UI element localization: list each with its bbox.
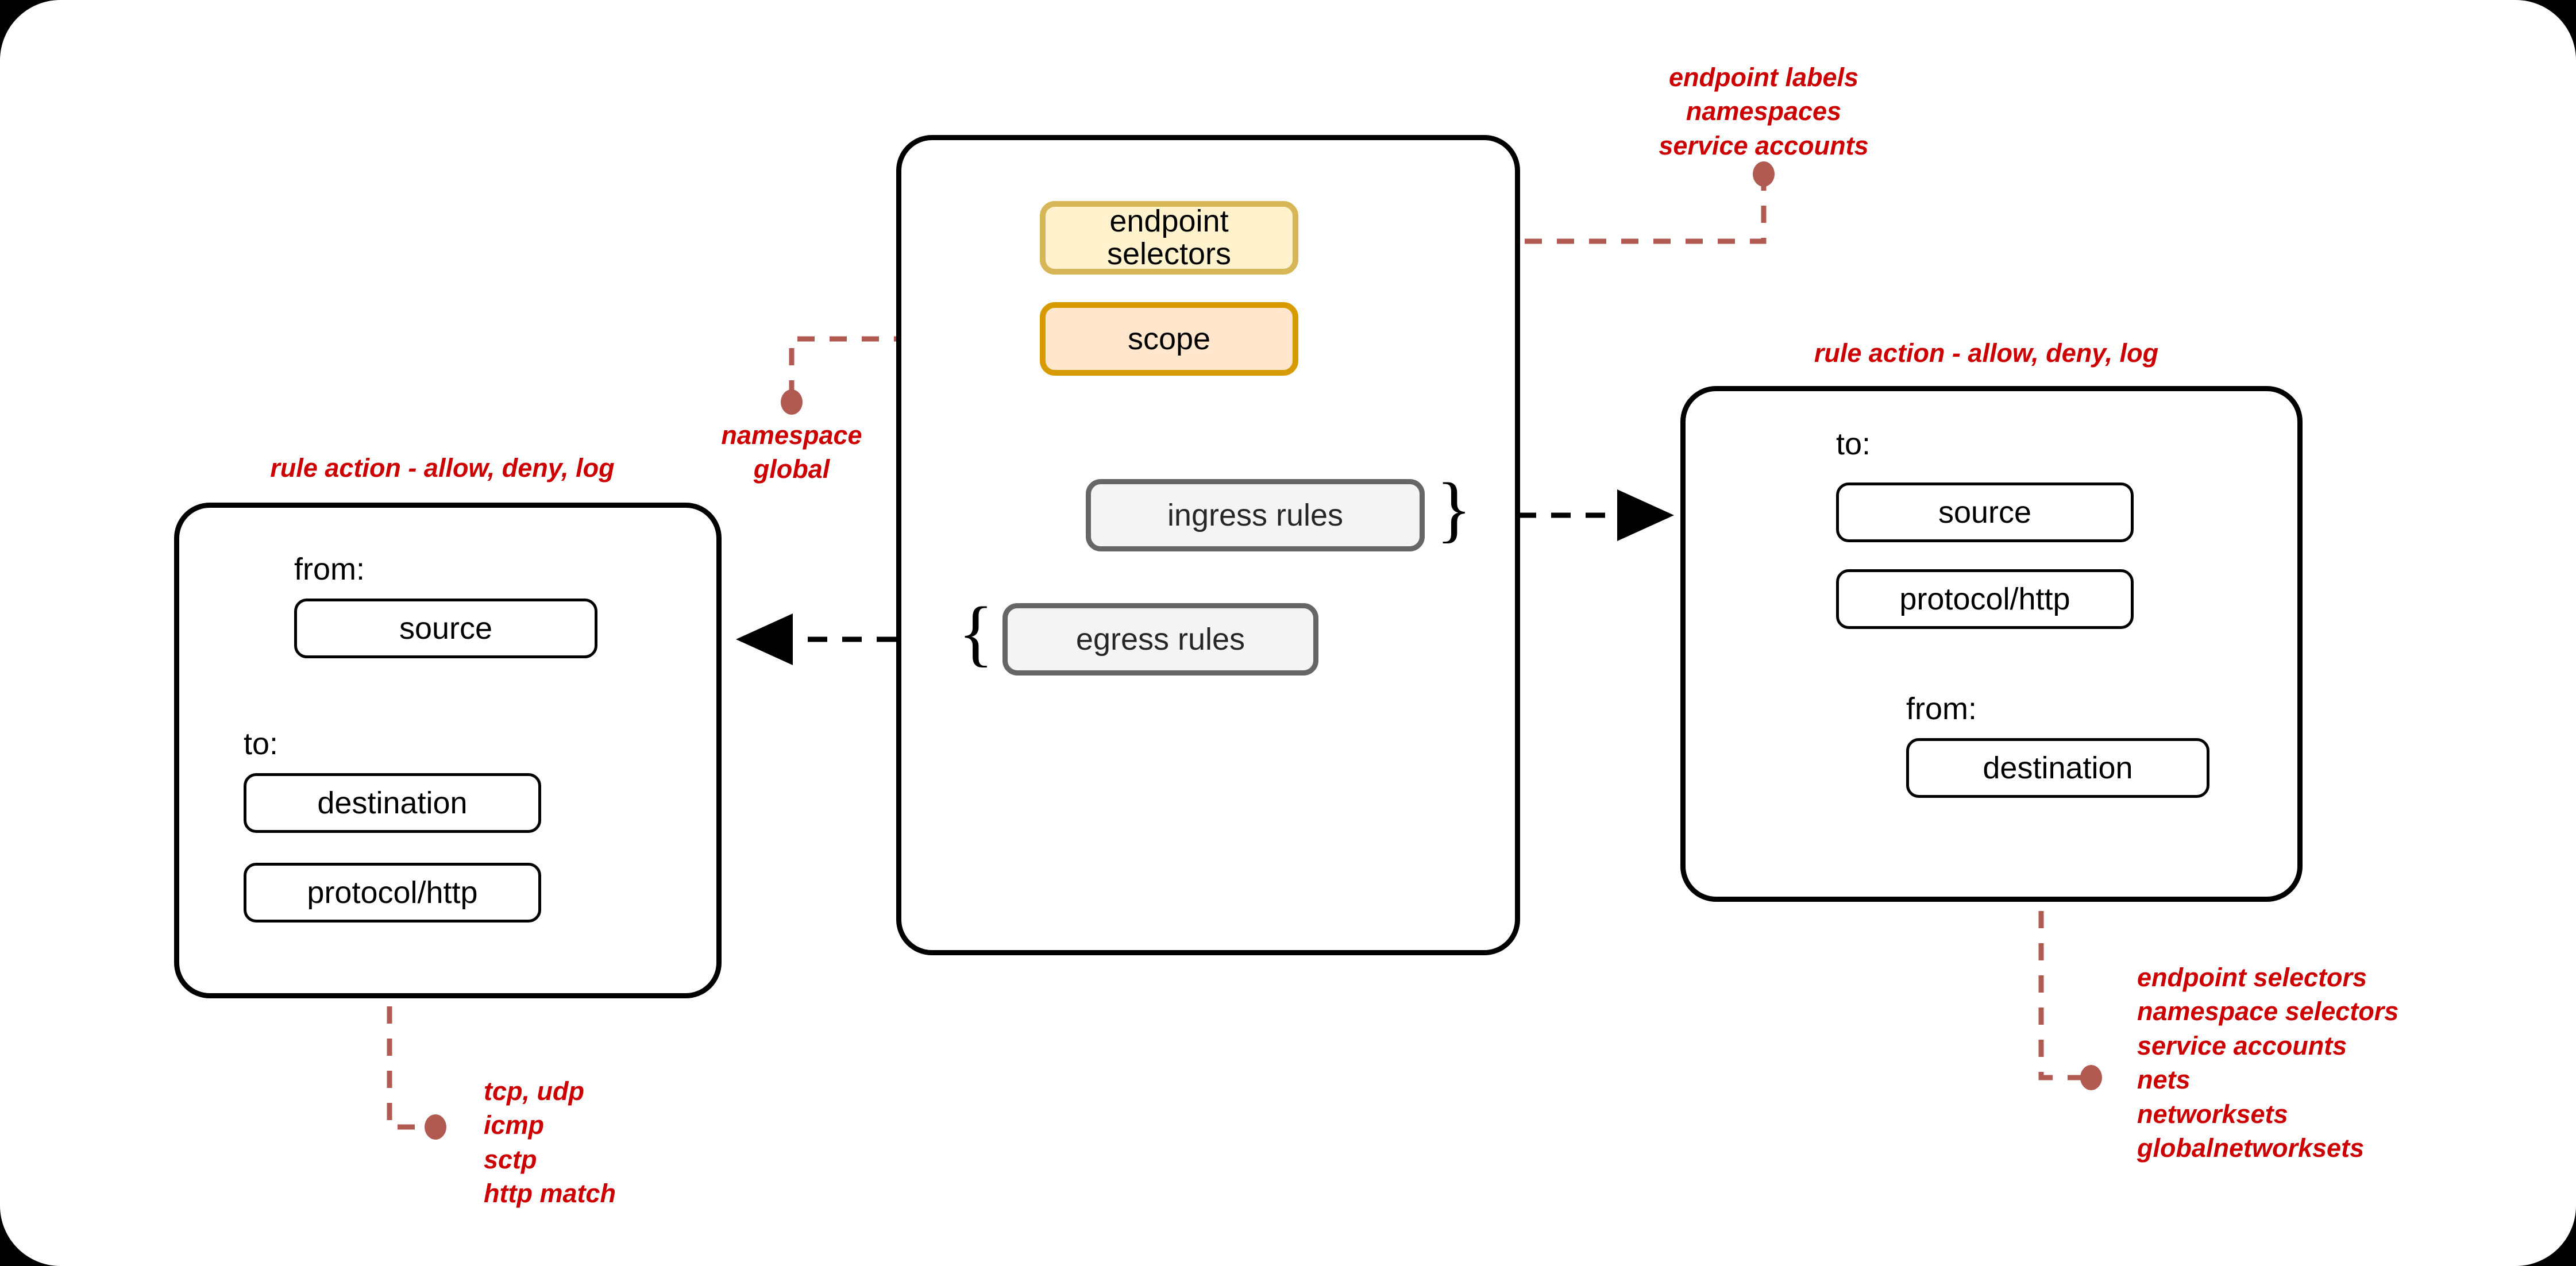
egress-from-source-label: source [399,611,493,646]
endpoint-selectors-box[interactable]: endpoint selectors [1040,201,1298,275]
egress-rules-box[interactable]: egress rules [1002,603,1318,676]
egress-rule-action-note: rule action - allow, deny, log [270,453,615,483]
endpoint-selectors-annotation: endpoint labels namespaces service accou… [1659,63,1869,160]
egress-to-destination-box[interactable]: destination [244,773,541,833]
ingress-to-protocol-label: protocol/http [1899,581,2070,616]
ingress-from-destination-box[interactable]: destination [1906,738,2209,798]
protocol-leader-dot [425,1114,446,1140]
ingress-from-label: from: [1906,692,1977,726]
egress-to-destination-label: destination [317,785,468,820]
ingress-rules-box[interactable]: ingress rules [1086,479,1425,551]
ingress-to-label: to: [1836,427,1871,461]
ingress-to-source-label: source [1938,495,2032,530]
ingress-rules-label: ingress rules [1167,497,1344,532]
endpoint-selectors-leader-dot [1753,161,1775,187]
endpoint-selectors-label: endpoint selectors [1106,204,1232,271]
scope-label: scope [1127,321,1211,356]
egress-to-protocol-label: protocol/http [307,875,478,910]
egress-from-label: from: [294,552,365,586]
ingress-from-destination-label: destination [1983,750,2133,785]
ingress-to-protocol-box[interactable]: protocol/http [1836,569,2134,629]
egress-rules-label: egress rules [1075,622,1245,657]
scope-annotation: namespace global [721,420,862,484]
destination-annotation: endpoint selectors namespace selectors s… [2137,963,2399,1163]
egress-rules-brace: { [958,592,994,674]
scope-leader-dot [781,389,803,415]
ingress-to-source-box[interactable]: source [1836,483,2134,542]
ingress-rules-brace: } [1436,468,1472,550]
ingress-target-container [1680,386,2303,902]
egress-to-label: to: [244,727,279,761]
egress-from-source-box[interactable]: source [294,599,597,658]
scope-box[interactable]: scope [1040,302,1298,376]
protocol-annotation: tcp, udp icmp sctp http match [484,1076,616,1209]
destination-leader-dot [2080,1065,2102,1090]
ingress-rule-action-note: rule action - allow, deny, log [1814,338,2159,368]
egress-to-protocol-box[interactable]: protocol/http [244,863,541,923]
